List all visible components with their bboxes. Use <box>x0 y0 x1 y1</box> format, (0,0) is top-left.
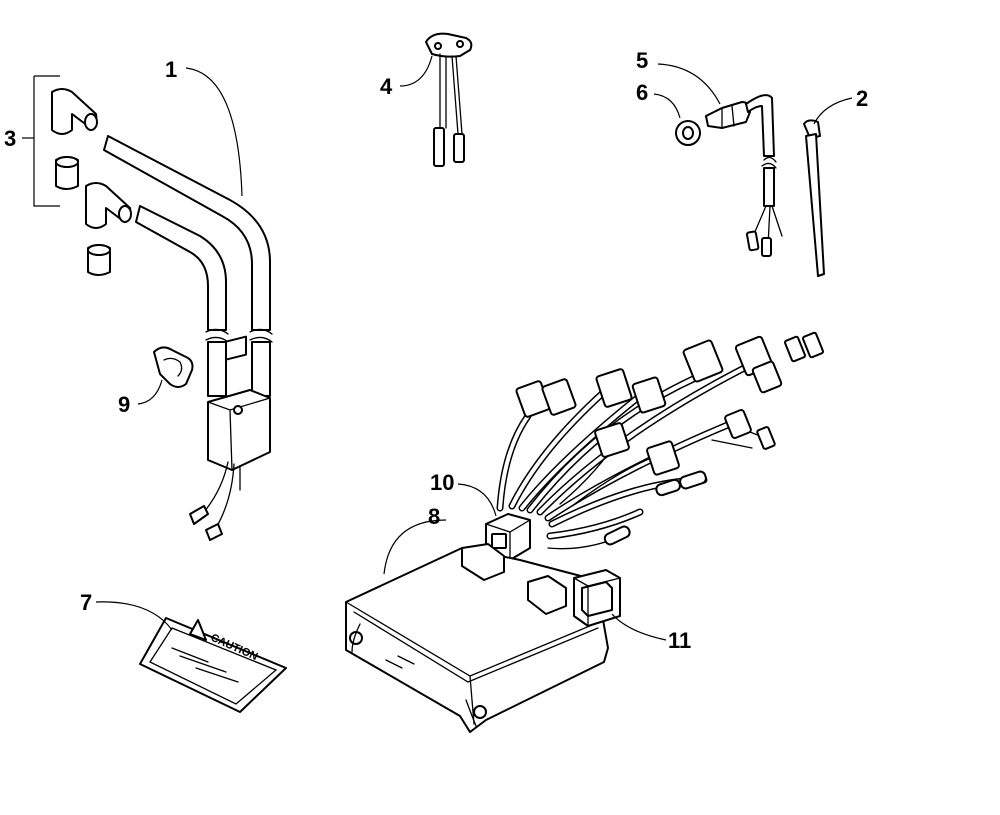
spark-plug-cap-group <box>22 75 132 276</box>
callout-2: 2 <box>856 86 868 111</box>
callout-6: 6 <box>636 80 648 105</box>
callout-1: 1 <box>165 57 177 82</box>
callout-7: 7 <box>80 590 92 615</box>
callout-9: 9 <box>118 392 130 417</box>
callout-10: 10 <box>430 470 454 495</box>
washer <box>675 120 701 146</box>
sensor <box>425 32 473 167</box>
connector-cover <box>573 569 621 627</box>
temperature-sensor <box>705 94 783 257</box>
callout-11: 11 <box>668 628 691 653</box>
caution-label: CAUTION <box>139 617 287 713</box>
callout-3: 3 <box>4 126 16 151</box>
callout-8: 8 <box>428 504 440 529</box>
ignition-coil <box>103 135 273 541</box>
clamp <box>153 346 194 388</box>
callout-4: 4 <box>380 74 393 99</box>
wiring-harness <box>485 331 825 561</box>
ecu <box>345 543 609 733</box>
cable-tie <box>803 119 825 277</box>
leader-lines <box>95 55 853 641</box>
callout-5: 5 <box>636 48 648 73</box>
callout-labels: 1 2 3 4 5 6 7 8 9 10 11 <box>4 48 868 653</box>
